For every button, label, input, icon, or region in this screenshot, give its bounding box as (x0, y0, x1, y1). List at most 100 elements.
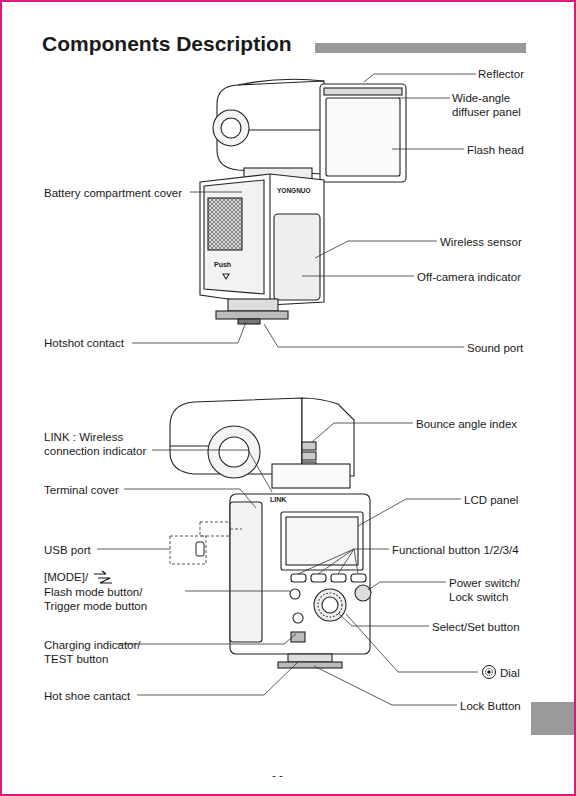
leader-lines (97, 74, 478, 705)
callout-label: [MODE]/ (44, 570, 94, 584)
callout-label: Wireless sensor (440, 235, 550, 249)
callout-label: USB port (44, 543, 124, 557)
cover-marking: Push (214, 261, 244, 269)
callout-label: Charging indicator/ TEST button (44, 638, 154, 666)
page-tab (531, 702, 576, 735)
function-button (331, 574, 346, 582)
leader-line (358, 499, 461, 526)
dial-icon-outer (483, 666, 496, 679)
callout-label: Wide-angle diffuser panel (452, 91, 534, 119)
function-button (291, 574, 306, 582)
body-edge (269, 175, 270, 304)
leader-line (190, 192, 242, 193)
set-button (322, 597, 338, 613)
leader-line (97, 549, 170, 550)
callout-label: Power switch/ Lock switch (449, 576, 531, 604)
lcd-frame (281, 512, 363, 570)
callout-label: Hotshot contact (44, 336, 144, 350)
callout-label: Bounce angle index (416, 417, 546, 431)
icon-zigzag (98, 578, 112, 583)
callout-label: Functional button 1/2/3/4 (392, 543, 542, 557)
callout-label: Select/Set button (432, 620, 552, 634)
callout-label: Off-camera indicator (417, 270, 547, 284)
leader-line (392, 149, 464, 150)
head-lens-inner (221, 118, 241, 138)
callout-label: LCD panel (464, 493, 544, 507)
head-lens (213, 110, 249, 146)
brand-logo: YONGNUO (277, 187, 321, 195)
function-button (351, 574, 366, 582)
leader-line (117, 634, 296, 644)
callout-label: Lock Button (460, 699, 550, 713)
battery-mesh (208, 198, 242, 250)
dial-icon-center (488, 671, 490, 673)
push-arrow (223, 274, 229, 279)
slot-line (249, 129, 320, 130)
power-switch (355, 585, 371, 601)
flash-rear-view (170, 398, 371, 668)
contact-pins (238, 319, 260, 324)
head-line (170, 445, 208, 446)
usb-box (170, 536, 206, 564)
page-number: - - (272, 768, 312, 782)
foot (288, 654, 332, 662)
foot (228, 299, 278, 311)
dial-icon (483, 666, 496, 679)
usb-port (196, 542, 204, 556)
sensor-window (274, 214, 320, 300)
dial-icon-gear (486, 669, 493, 676)
leader-line (318, 549, 354, 574)
leader-line (137, 662, 298, 695)
flash-front-view (200, 79, 406, 324)
callout-label: Flash head (467, 143, 547, 157)
hot-shoe (216, 311, 288, 319)
flash-body (230, 494, 370, 654)
index-mark (302, 442, 316, 450)
leader-line (124, 489, 256, 508)
leader-line (312, 423, 413, 442)
head-lens (208, 426, 260, 478)
icon-arrow (94, 571, 106, 574)
function-button (311, 574, 326, 582)
head-lens-inner (219, 437, 249, 467)
reflector-slot (324, 88, 402, 95)
index-mark (302, 452, 316, 460)
wireless-trigger-icon (94, 571, 112, 583)
leader-line (315, 241, 437, 258)
page-title: Components Description (42, 32, 292, 56)
leader-line (354, 549, 389, 550)
test-button (291, 632, 305, 642)
usb-detail (170, 522, 242, 564)
callout-label: Battery compartment cover (44, 186, 194, 200)
card-strip (272, 464, 350, 488)
leader-line (264, 324, 464, 347)
leader-line (338, 613, 429, 626)
callout-label: Dial (500, 666, 540, 680)
diffuser-panel (326, 98, 400, 176)
side-button (293, 613, 303, 623)
title-bar (315, 43, 526, 53)
leader-line (185, 591, 290, 592)
callout-label: Sound port (467, 341, 547, 355)
callout-label: Flash mode button/ Trigger mode button (44, 585, 169, 613)
usb-dash (230, 529, 242, 530)
leader-line (364, 74, 476, 82)
device-marking: LINK (270, 496, 300, 504)
callout-label: Hot shoe cantact (44, 689, 164, 703)
leader-line (368, 582, 446, 590)
leader-line (132, 322, 246, 343)
flash-head-front (320, 84, 406, 182)
leader-line (302, 276, 414, 277)
leader-line (398, 98, 450, 99)
mode-button (290, 589, 300, 599)
leader-line (338, 549, 354, 574)
hot-shoe (278, 662, 342, 668)
leader-line (152, 450, 272, 492)
leader-line (298, 549, 354, 574)
leader-line (314, 666, 457, 705)
callout-label: Reflector (478, 67, 558, 81)
callout-label: LINK : Wireless connection indicator (44, 430, 159, 458)
lcd-screen (286, 517, 358, 565)
